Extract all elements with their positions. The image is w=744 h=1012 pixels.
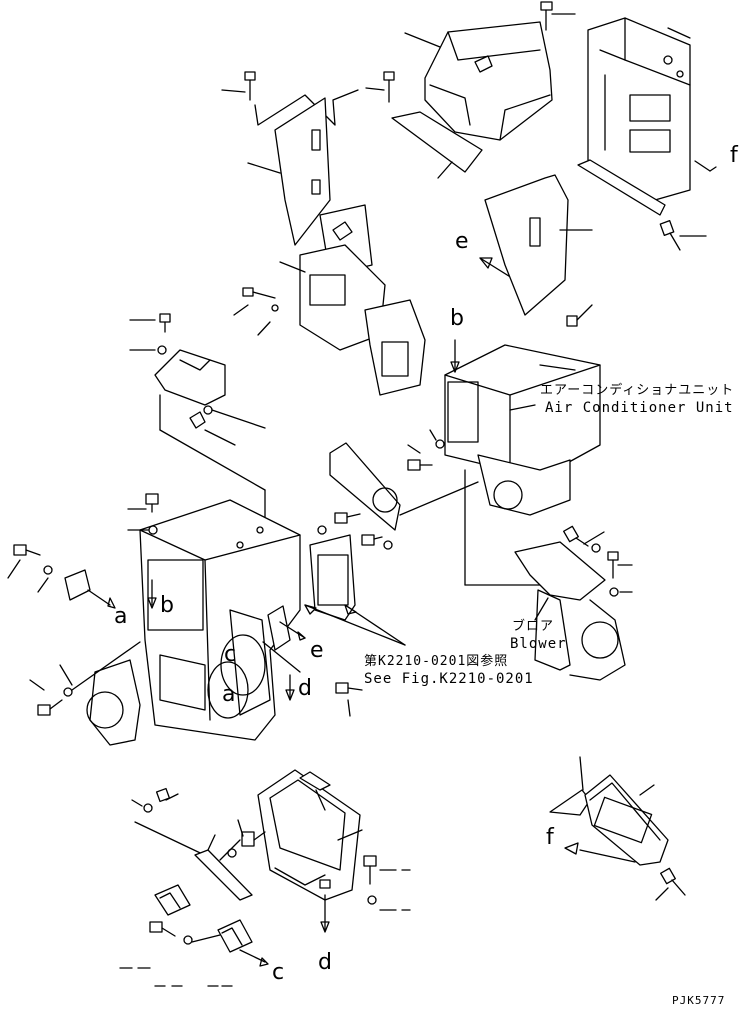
filter-cover <box>257 769 361 901</box>
leader-ac-unit <box>539 364 576 371</box>
right-bracket <box>484 174 569 316</box>
bolt-right <box>659 220 707 251</box>
bolt-bottom-right <box>655 867 686 901</box>
bolt-center-left <box>233 287 279 336</box>
bolt-case-top <box>127 493 159 535</box>
ref-letter-b: b <box>450 306 464 331</box>
ac-unit-label-en: Air Conditioner Unit <box>545 400 734 416</box>
bolt-filter <box>29 664 73 716</box>
ref-letter-f: f <box>730 143 738 168</box>
bolt-left-small <box>129 313 171 355</box>
see-fig-label-jp: 第K2210-0201図参照 <box>364 654 509 669</box>
bolt-bottom-left <box>131 787 179 813</box>
bolt-d <box>335 682 363 717</box>
ref-letter-e-case: e <box>310 638 324 663</box>
bolt-plate <box>407 429 445 471</box>
ref-letter-f-bottom: f <box>546 825 554 850</box>
center-duct <box>299 204 426 396</box>
cover-plate <box>329 442 401 531</box>
leader-blower <box>534 597 549 621</box>
ref-letter-d-case: d <box>298 676 312 701</box>
bolt-right-bracket <box>566 304 593 327</box>
bolt-side <box>317 512 393 550</box>
ref-letter-d: d <box>318 950 332 975</box>
ref-letter-b-case: b <box>160 593 174 618</box>
top-cover <box>424 21 553 141</box>
drawing-code: PJK5777 <box>672 994 726 1007</box>
left-small-bracket <box>154 349 226 406</box>
bottom-right-duct <box>549 774 669 866</box>
blower-label-jp: ブロア <box>512 619 555 634</box>
bolt-top-left <box>221 71 256 101</box>
bolt-case-left <box>7 544 116 609</box>
see-fig-label-en: See Fig.K2210-0201 <box>364 671 534 687</box>
ref-letter-e: e <box>455 229 469 254</box>
ellipse-c <box>220 634 266 696</box>
bolt-cover-right <box>363 855 411 911</box>
strip-bottom <box>194 849 253 901</box>
air-conditioner-unit <box>444 344 601 516</box>
ref-letter-c: c <box>272 960 285 985</box>
side-panel <box>309 534 356 621</box>
bolt-bottom-mid <box>227 819 266 858</box>
bolt-blower <box>563 525 633 597</box>
ellipse-a <box>207 661 249 719</box>
heater-case <box>139 499 301 741</box>
clip-bottom-1 <box>154 884 191 916</box>
filter-module <box>86 659 141 746</box>
ref-letter-a-case: a <box>222 682 236 707</box>
blower-label-en: Blower <box>510 636 567 652</box>
clip-top <box>299 771 331 811</box>
ac-unit-label-jp: エアーコンディショナユニット <box>540 383 735 398</box>
left-side-bracket <box>274 97 331 246</box>
bolt-bottom-small <box>149 921 221 945</box>
blower <box>514 541 626 681</box>
clip-bottom-2 <box>217 919 253 953</box>
ref-letter-a: a <box>114 604 128 629</box>
bolt-top-cover <box>540 1 576 31</box>
ref-letter-c-case: c <box>224 642 237 667</box>
bolt-top-mid <box>365 71 395 103</box>
